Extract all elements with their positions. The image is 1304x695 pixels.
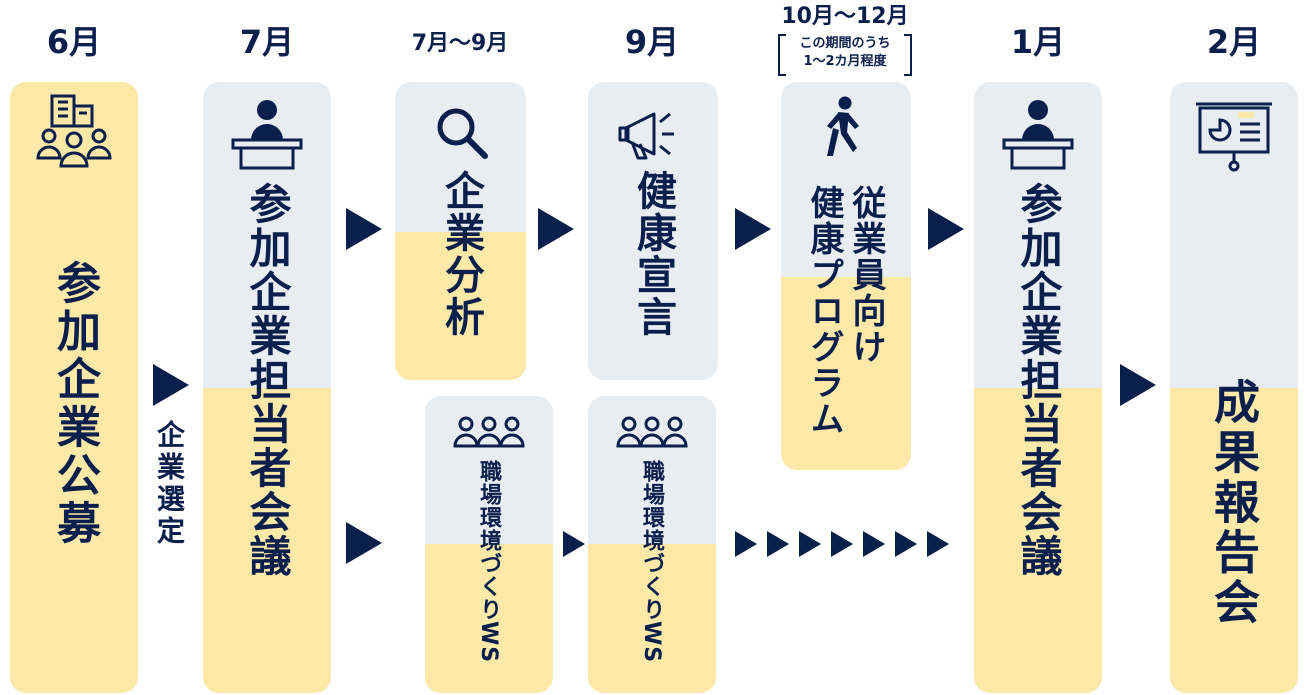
- analysis-card: 企業分析: [395, 82, 526, 380]
- report-card: 成果報告会: [1170, 82, 1298, 693]
- month-oct-dec: 10月〜12月: [781, 4, 909, 29]
- recruit-card: 参加企業公募: [10, 82, 138, 693]
- month-jan: 1月: [1010, 23, 1066, 61]
- arrow-declaration-to-program: [735, 208, 771, 250]
- arrow-analysis-to-declaration: [538, 208, 574, 250]
- arrow-ws1-to-ws2: [563, 531, 585, 557]
- buildings-people-icon: [36, 94, 112, 168]
- recruit-label: 参加企業公募: [49, 260, 100, 548]
- ws1-card: 職場環境づくりWS: [425, 396, 553, 693]
- report-label: 成果報告会: [1207, 378, 1261, 628]
- period-note: この期間のうち 1〜2カ月程度: [778, 32, 912, 76]
- ws2-card: 職場環境づくりWS: [588, 396, 716, 693]
- month-jul-sep: 7月〜9月: [411, 31, 509, 56]
- meeting1-card: 参加企業担当者会議: [203, 82, 331, 693]
- arrow-chain-3: [799, 531, 821, 557]
- analysis-label: 企業分析: [438, 170, 484, 338]
- meeting2-label: 参加企業担当者会議: [1014, 182, 1063, 578]
- arrow-chain-5: [863, 531, 885, 557]
- program-label-line2: 健康プログラム: [804, 185, 844, 437]
- program-card: 従業員向け 健康プログラム: [781, 82, 911, 470]
- arrow-chain-4: [831, 531, 853, 557]
- megaphone-icon: [618, 112, 674, 160]
- month-jul: 7月: [239, 23, 295, 61]
- walking-person-icon: [827, 96, 859, 156]
- arrow-chain-7: [927, 531, 949, 557]
- program-label-line1: 従業員向け: [846, 185, 886, 365]
- arrow-chain-1: [735, 531, 757, 557]
- group-icon: [616, 416, 688, 448]
- speaker-podium-icon: [231, 100, 303, 170]
- month-jun: 6月: [46, 23, 102, 61]
- declaration-card: 健康宣言: [588, 82, 718, 380]
- magnifier-icon: [437, 108, 488, 159]
- selection-label: 企業選定: [153, 420, 186, 548]
- arrow-program-to-meeting: [928, 208, 964, 250]
- ws2-label: 職場環境づくりWS: [639, 460, 664, 664]
- arrow-chain-2: [767, 531, 789, 557]
- group-icon: [453, 416, 525, 448]
- arrow-meeting-to-ws: [346, 522, 382, 564]
- arrow-meeting-to-report: [1120, 364, 1156, 406]
- meeting2-card: 参加企業担当者会議: [974, 82, 1102, 693]
- declaration-label: 健康宣言: [630, 170, 676, 338]
- period-note-line2: 1〜2カ月程度: [803, 54, 887, 69]
- month-feb: 2月: [1206, 23, 1262, 61]
- period-note-line1: この期間のうち: [799, 36, 891, 51]
- arrow-chain-6: [895, 531, 917, 557]
- arrow-recruit-to-meeting: [153, 364, 189, 406]
- month-sep: 9月: [624, 23, 680, 61]
- meeting1-label: 参加企業担当者会議: [243, 182, 292, 578]
- ws1-label: 職場環境づくりWS: [476, 460, 501, 664]
- arrow-meeting-to-analysis: [346, 208, 382, 250]
- presentation-board-icon: [1196, 102, 1272, 172]
- speaker-podium-icon: [1002, 100, 1074, 170]
